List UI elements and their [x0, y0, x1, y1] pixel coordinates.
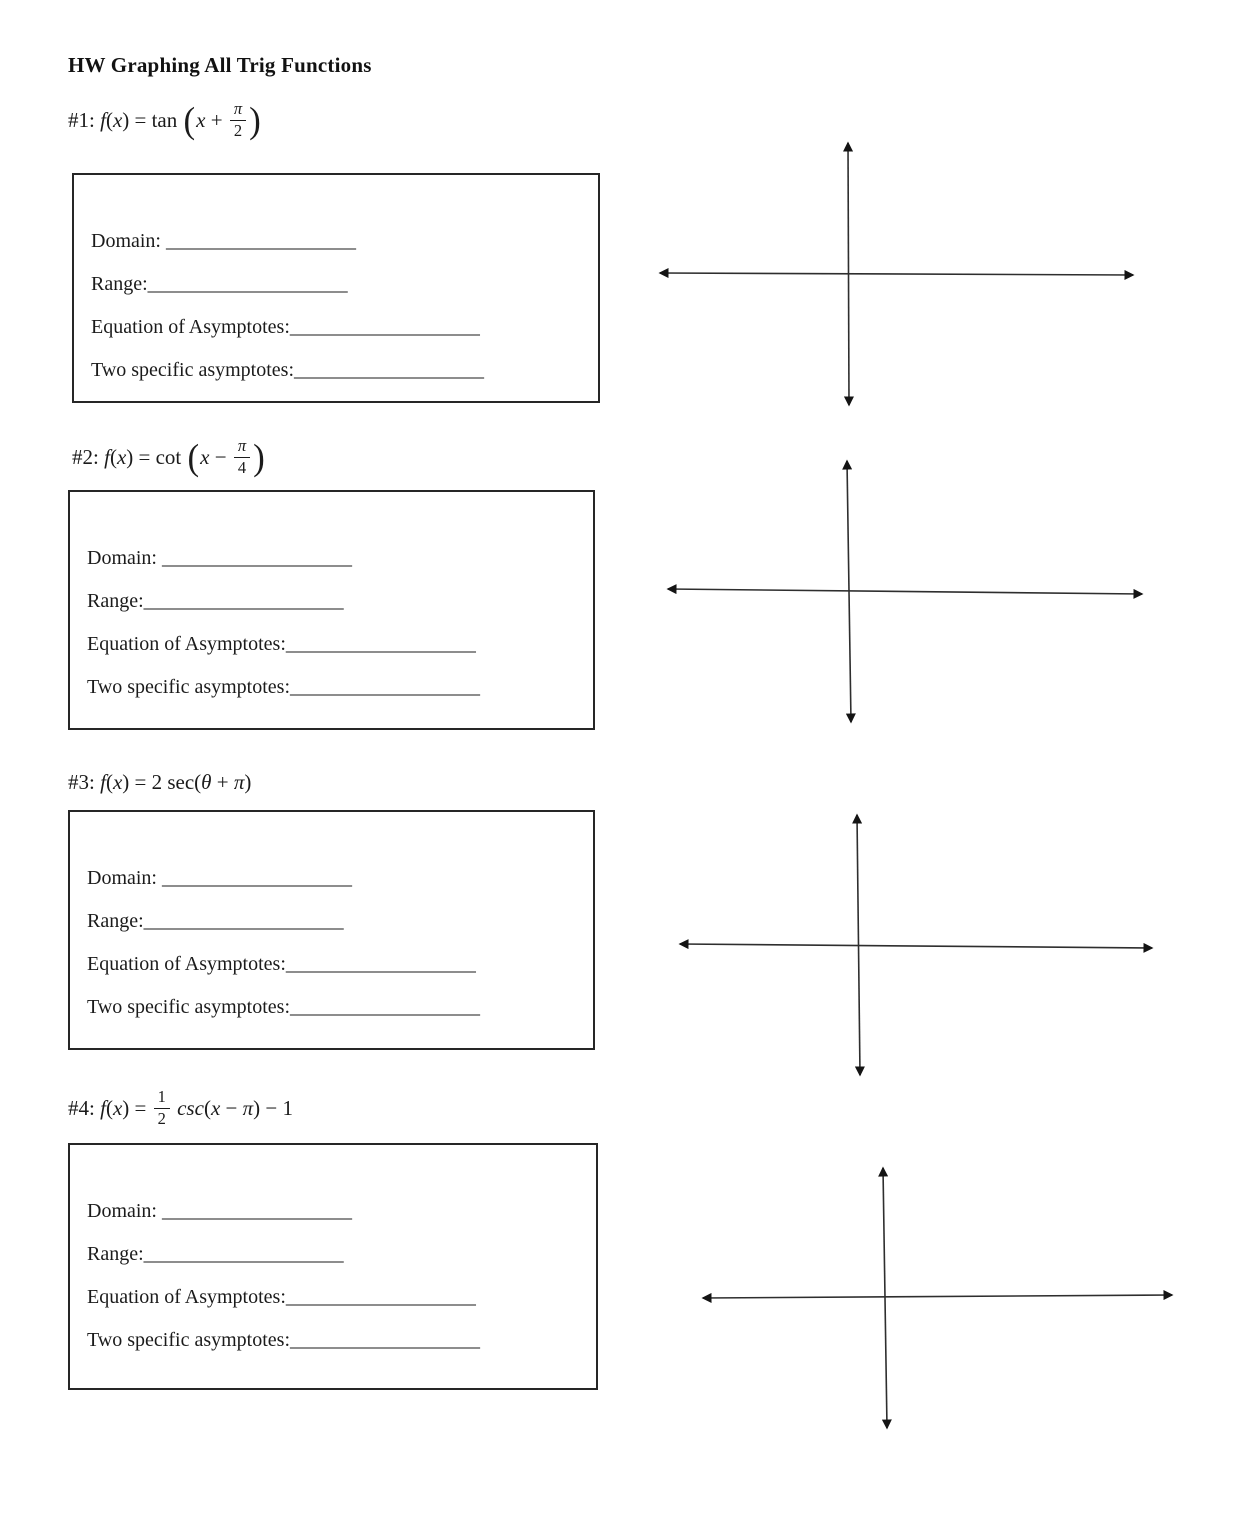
field-domain: Domain: ___________________	[87, 546, 593, 570]
field-label: Equation of Asymptotes:	[91, 316, 290, 338]
field-two-specific-asymptotes: Two specific asymptotes:________________…	[91, 358, 598, 382]
equation-3: #3: f(x) = 2 sec(θ + π)	[68, 769, 252, 794]
blank-axes-graph-3	[678, 813, 1154, 1077]
field-blank: ___________________	[162, 867, 352, 889]
field-blank: ___________________	[285, 1286, 476, 1308]
field-range: Range:____________________	[87, 1242, 596, 1266]
field-equation-of-asymptotes: Equation of Asymptotes:_________________…	[87, 1285, 596, 1309]
field-label: Range:	[87, 910, 144, 932]
field-label: Equation of Asymptotes:	[87, 633, 286, 655]
field-equation-of-asymptotes: Equation of Asymptotes:_________________…	[91, 315, 598, 339]
field-blank: ____________________	[147, 273, 348, 295]
answer-box-4: Domain: ___________________ Range:______…	[68, 1143, 598, 1390]
field-blank: ___________________	[290, 676, 480, 698]
field-blank: ___________________	[285, 953, 476, 975]
field-two-specific-asymptotes: Two specific asymptotes:________________…	[87, 675, 593, 699]
field-two-specific-asymptotes: Two specific asymptotes:________________…	[87, 995, 593, 1019]
blank-axes-graph-1	[658, 141, 1135, 407]
field-domain: Domain: ___________________	[87, 1199, 596, 1223]
field-blank: ___________________	[289, 316, 480, 338]
field-blank: ___________________	[162, 1200, 352, 1222]
field-blank: ____________________	[143, 590, 344, 612]
blank-axes-graph-2	[666, 459, 1144, 724]
answer-box-1: Domain: ___________________ Range:______…	[72, 173, 600, 403]
field-domain: Domain: ___________________	[87, 866, 593, 890]
field-label: Two specific asymptotes:	[87, 1329, 290, 1351]
field-range: Range:____________________	[87, 589, 593, 613]
blank-axes-graph-4	[701, 1166, 1174, 1430]
field-label: Two specific asymptotes:	[87, 996, 290, 1018]
field-blank: ____________________	[143, 1243, 344, 1265]
field-two-specific-asymptotes: Two specific asymptotes:________________…	[87, 1328, 596, 1352]
field-label: Two specific asymptotes:	[87, 676, 290, 698]
field-label: Equation of Asymptotes:	[87, 953, 286, 975]
field-label: Equation of Asymptotes:	[87, 1286, 286, 1308]
field-range: Range:____________________	[87, 909, 593, 933]
field-label: Domain:	[87, 867, 162, 889]
field-equation-of-asymptotes: Equation of Asymptotes:_________________…	[87, 952, 593, 976]
field-label: Two specific asymptotes:	[91, 359, 294, 381]
field-label: Domain:	[91, 230, 166, 252]
field-label: Range:	[87, 590, 144, 612]
field-blank: ___________________	[294, 359, 484, 381]
field-label: Domain:	[87, 547, 162, 569]
field-label: Domain:	[87, 1200, 162, 1222]
field-blank: ___________________	[290, 996, 480, 1018]
field-blank: ___________________	[290, 1329, 480, 1351]
field-blank: ___________________	[162, 547, 352, 569]
field-blank: ____________________	[143, 910, 344, 932]
field-label: Range:	[87, 1243, 144, 1265]
answer-box-3: Domain: ___________________ Range:______…	[68, 810, 595, 1050]
field-blank: ___________________	[166, 230, 356, 252]
field-range: Range:____________________	[91, 272, 598, 296]
field-blank: ___________________	[285, 633, 476, 655]
field-label: Range:	[91, 273, 148, 295]
field-equation-of-asymptotes: Equation of Asymptotes:_________________…	[87, 632, 593, 656]
field-domain: Domain: ___________________	[91, 229, 598, 253]
page-title: HW Graphing All Trig Functions	[68, 53, 372, 77]
answer-box-2: Domain: ___________________ Range:______…	[68, 490, 595, 730]
